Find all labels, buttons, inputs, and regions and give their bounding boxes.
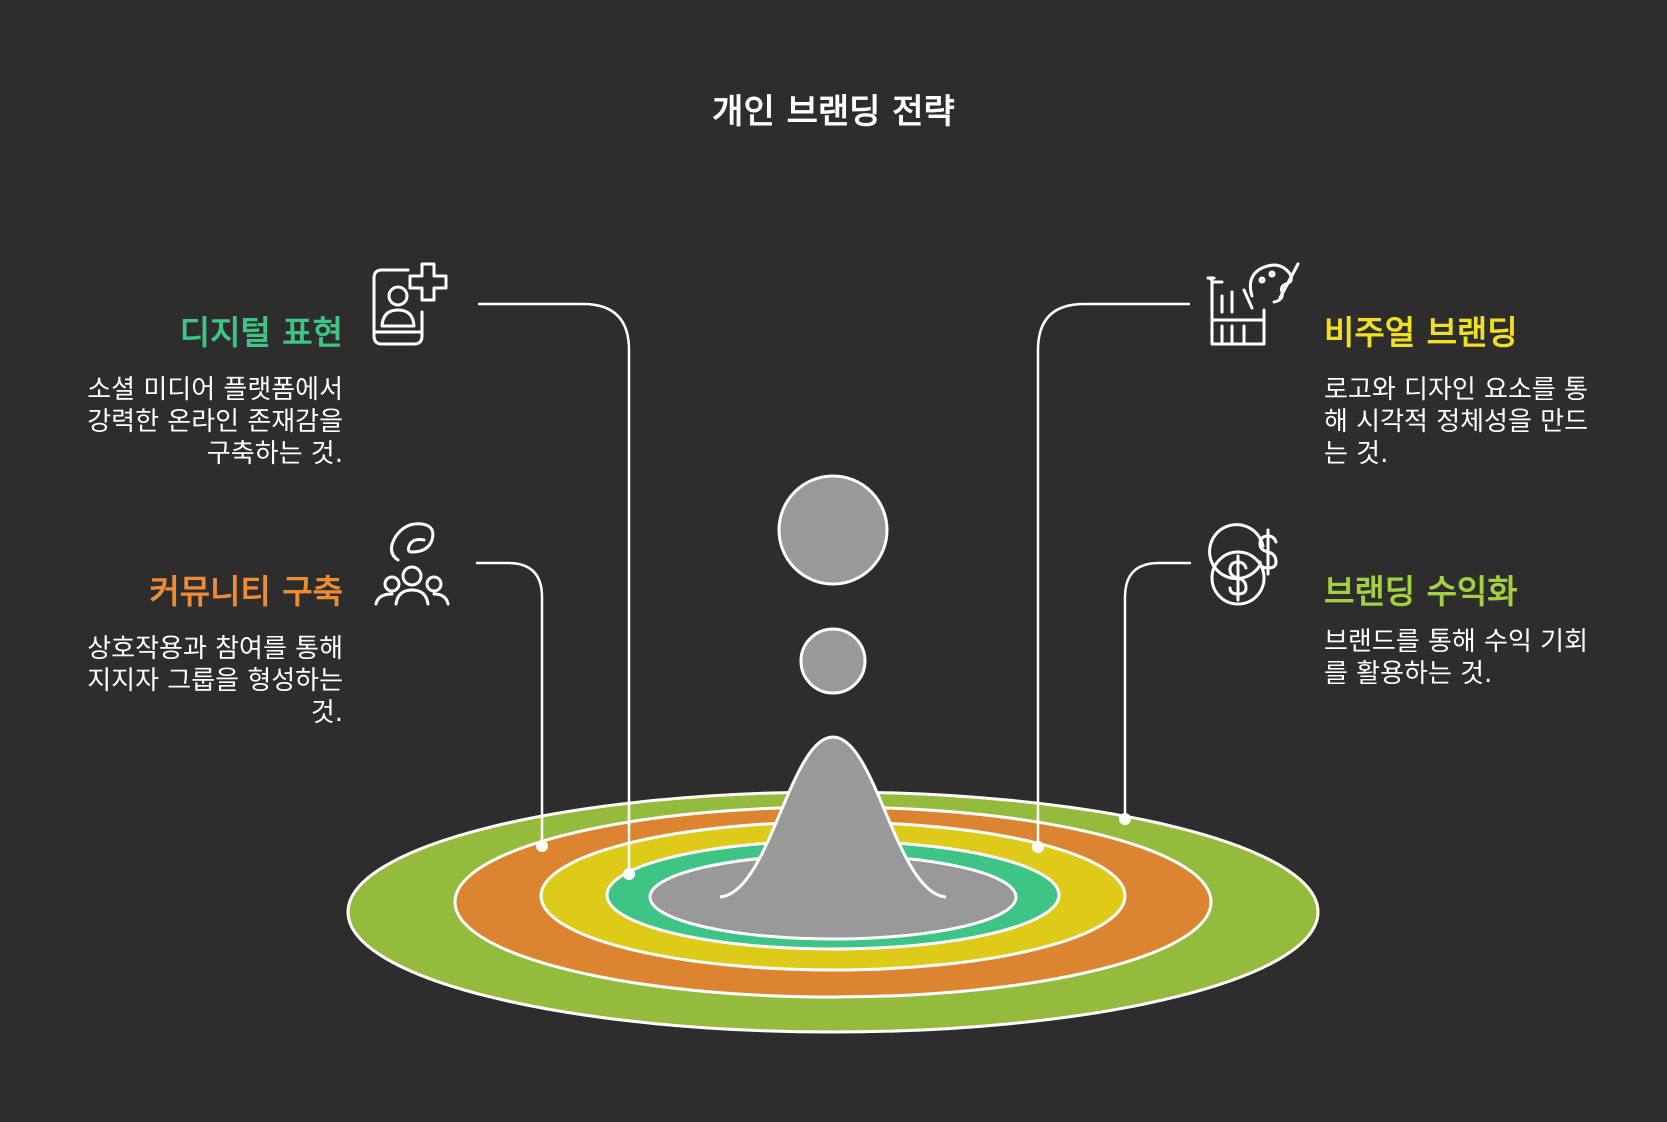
connector-community [476, 561, 544, 846]
droplet-large [777, 474, 889, 586]
dollar-coins-icon [1208, 523, 1278, 606]
desc-monetize: 브랜드를 통해 수익 기회를 활용하는 것. [1324, 627, 1588, 689]
profile-plus-icon [372, 262, 448, 346]
heading-visual: 비주얼 브랜딩 [1324, 313, 1518, 352]
splash-peak [720, 737, 946, 897]
palette-store-icon [1206, 262, 1300, 346]
connector-visual [1036, 302, 1190, 847]
heading-digital: 디지털 표현 [179, 313, 343, 352]
droplet-small [799, 627, 867, 695]
community-hand-icon [374, 522, 450, 606]
connector-dot-visual [1032, 841, 1044, 853]
heading-monetize: 브랜딩 수익화 [1324, 572, 1518, 611]
page-title: 개인 브랜딩 전략 [712, 92, 955, 132]
heading-community: 커뮤니티 구축 [149, 572, 343, 611]
connector-monetize [1123, 561, 1191, 819]
connector-digital [478, 302, 631, 874]
connector-dot-monetize [1119, 813, 1131, 825]
desc-digital: 소셜 미디어 플랫폼에서 강력한 온라인 존재감을 구축하는 것. [87, 375, 343, 469]
splash-outline [719, 735, 947, 899]
desc-visual: 로고와 디자인 요소를 통해 시각적 정체성을 만드는 것. [1324, 375, 1588, 469]
desc-community: 상호작용과 참여를 통해 지지자 그룹을 형성하는 것. [87, 634, 343, 728]
connector-dot-community [536, 840, 548, 852]
connector-dot-digital [623, 868, 635, 880]
